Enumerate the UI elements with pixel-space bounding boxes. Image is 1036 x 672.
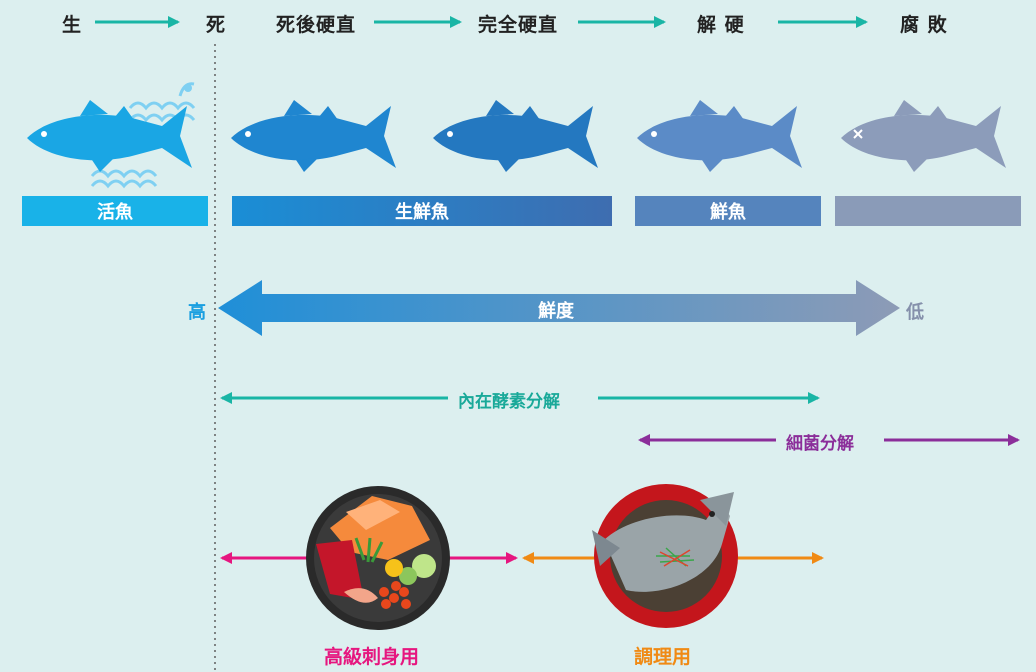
fish-icon (841, 100, 1006, 172)
state-bar-chilled: 鮮魚 (635, 196, 821, 226)
freshness-label: 鮮度 (538, 301, 574, 322)
freshness-low-label: 低 (906, 302, 924, 323)
state-bar-label: 鮮魚 (710, 202, 746, 223)
fish-icon (433, 100, 598, 172)
stage-label-full-rigor: 完全硬直 (478, 14, 559, 36)
cooked-fish-plate-icon (592, 484, 738, 628)
fish-icon (231, 100, 396, 172)
state-bar-fresh: 生鮮魚 (232, 196, 612, 226)
freshness-high-label: 高 (188, 302, 206, 323)
fish-icon (27, 100, 192, 172)
bacteria-label: 細菌分解 (780, 429, 860, 454)
stage-label-decay: 腐 敗 (900, 14, 948, 36)
stage-label-resolution: 解 硬 (697, 14, 745, 36)
sashimi-plate-icon (306, 486, 450, 630)
enzyme-label: 內在酵素分解 (452, 387, 566, 412)
stage-label-rigor-onset: 死後硬直 (276, 14, 357, 36)
stage-label-death: 死 (206, 14, 227, 36)
fish-icon (637, 100, 802, 172)
cooking-use-label: 調理用 (634, 646, 692, 668)
state-bar-label: 活魚 (97, 202, 133, 223)
stage-label-alive: 生 (62, 14, 83, 36)
sashimi-use-label: 高級刺身用 (324, 646, 420, 668)
cross-icon (853, 129, 863, 139)
state-bar-live: 活魚 (22, 196, 208, 226)
freshness-arrow (218, 280, 900, 336)
state-bar-spoiled (835, 196, 1021, 226)
state-bar-label: 生鮮魚 (395, 202, 449, 223)
